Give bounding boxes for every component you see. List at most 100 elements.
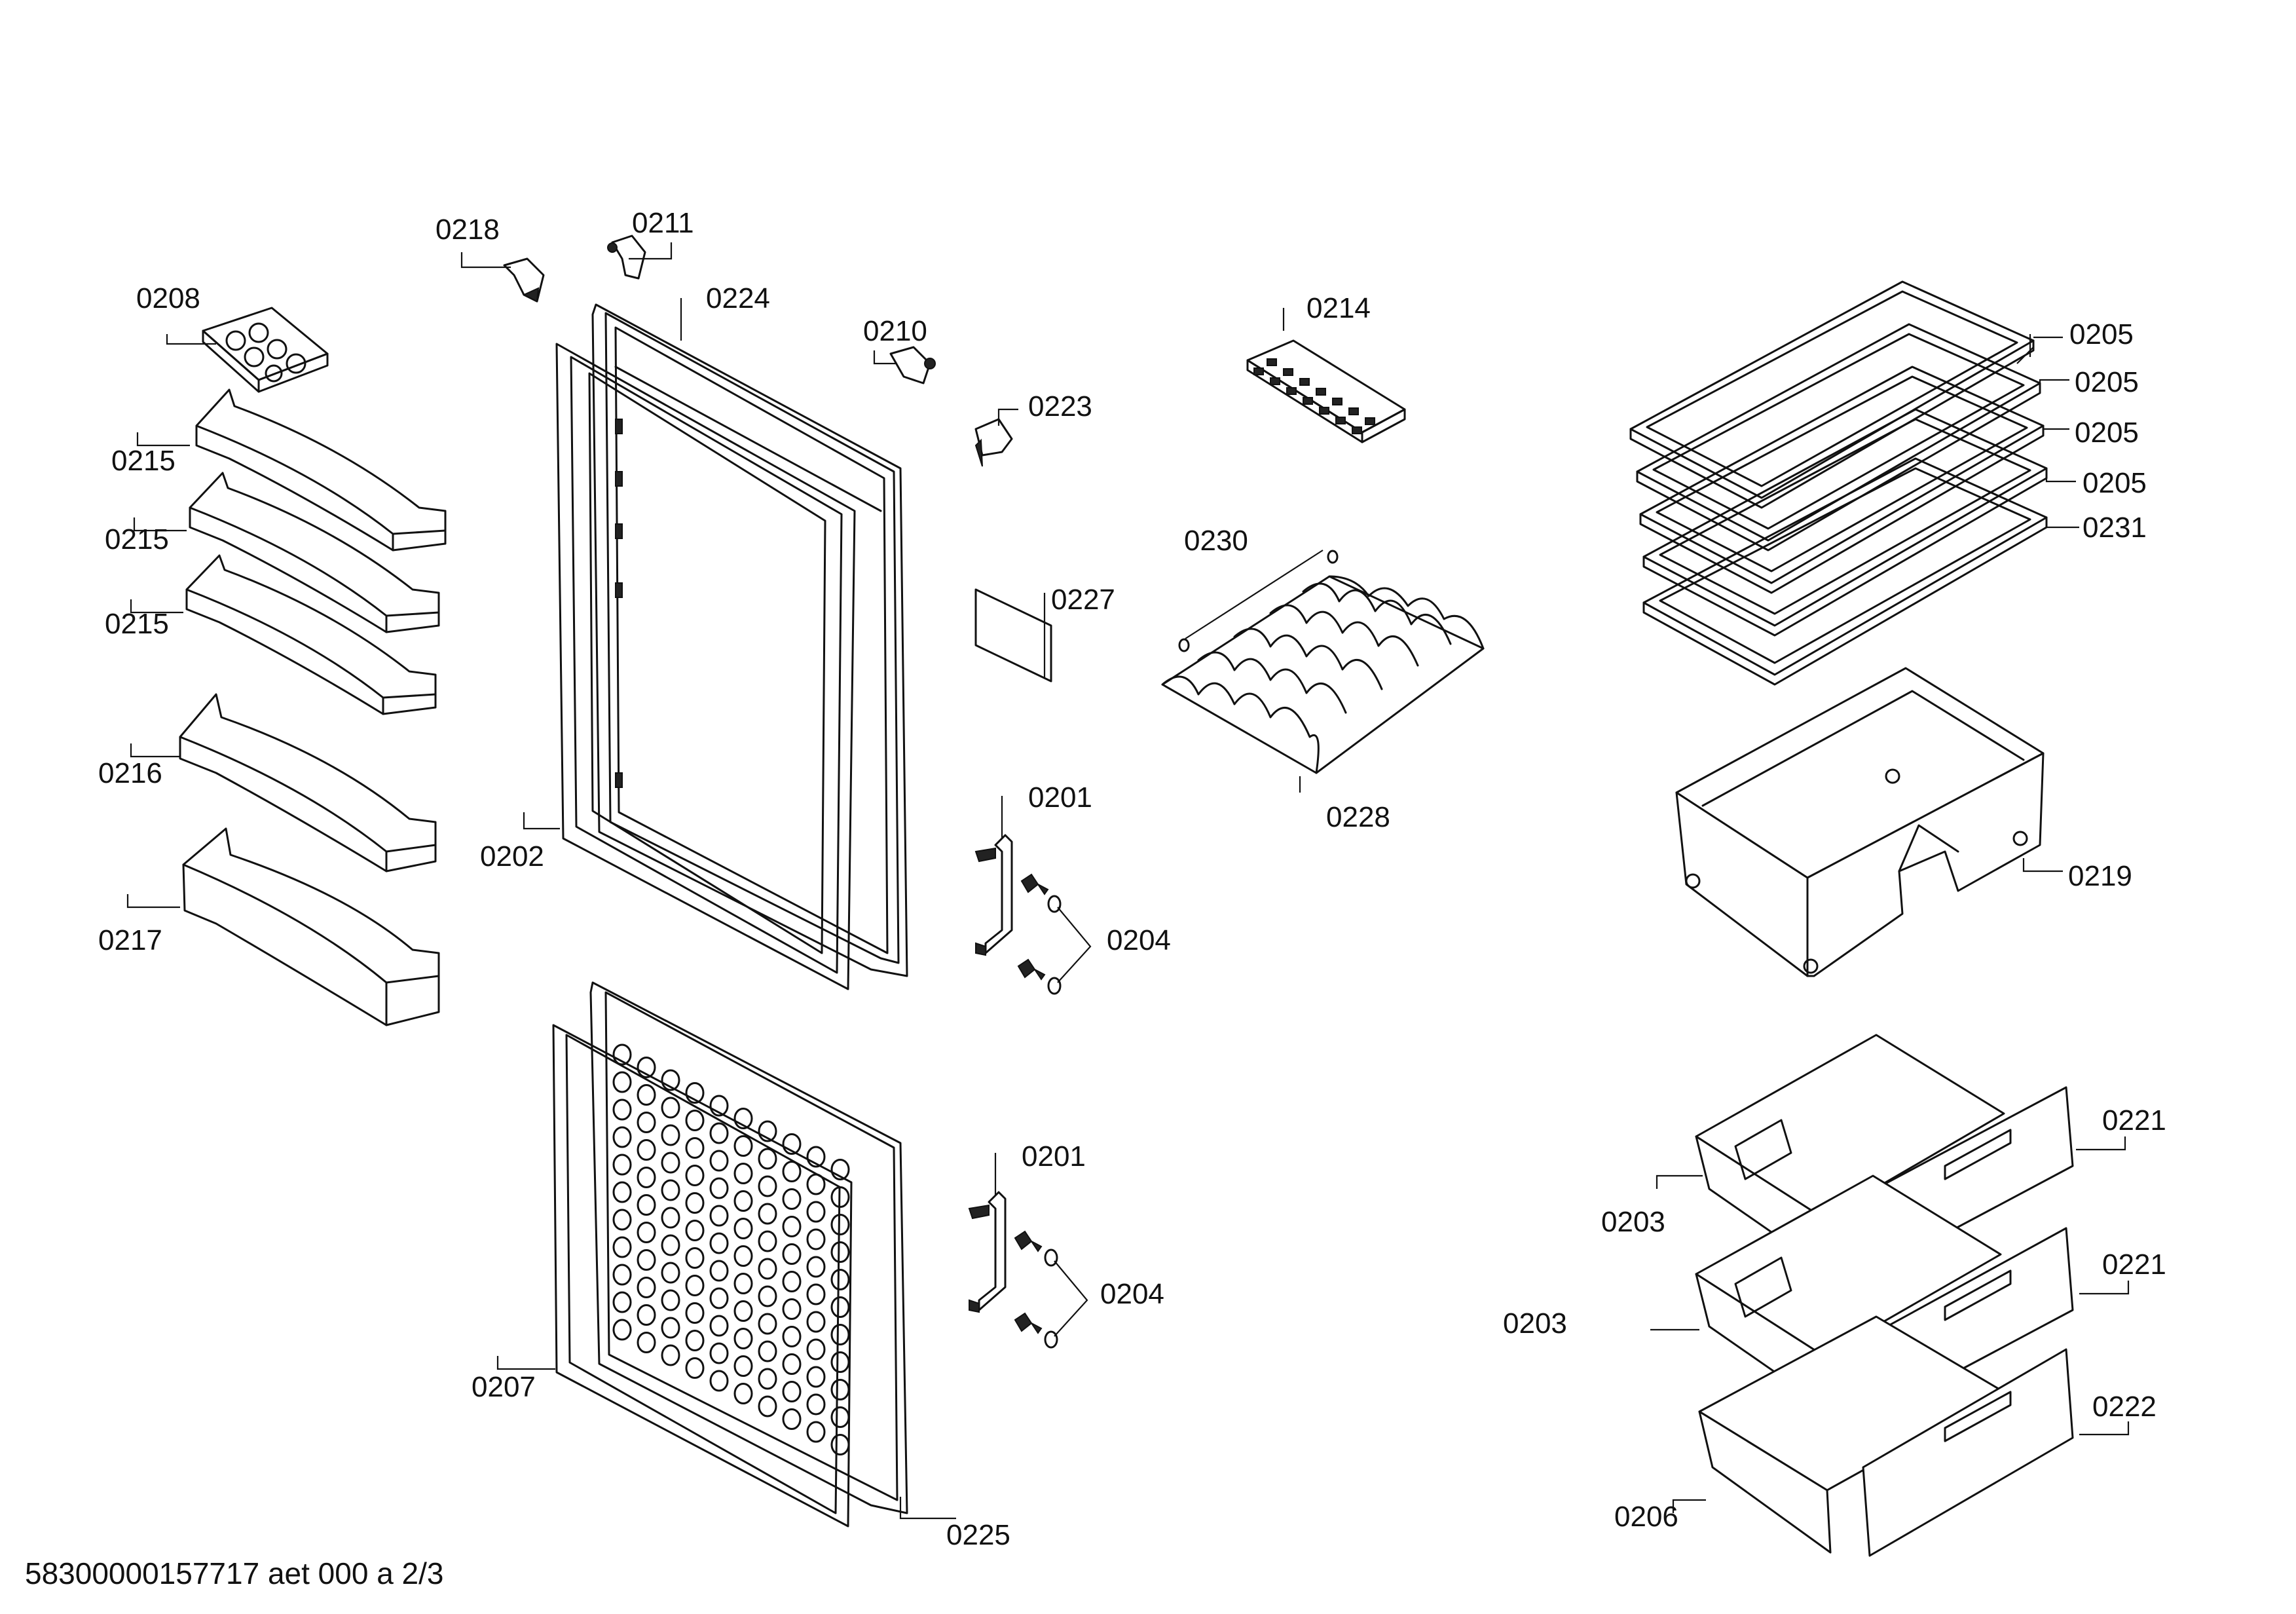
door-dimple	[709, 1232, 729, 1254]
door-dimple	[806, 1311, 826, 1333]
door-dimple	[709, 1122, 729, 1144]
door-dimple	[709, 1342, 729, 1364]
door-dimple	[733, 1135, 753, 1157]
door-dimple	[709, 1315, 729, 1337]
door-dimple	[830, 1269, 850, 1290]
door-dimple	[661, 1262, 680, 1284]
door-dimple	[758, 1258, 777, 1280]
door-dimple	[612, 1291, 632, 1313]
callout-0219: 0219	[2068, 860, 2132, 892]
door-bin-0216	[179, 693, 437, 873]
door-dimple	[612, 1071, 632, 1093]
callout-0223: 0223	[1028, 390, 1092, 422]
door-dimple	[782, 1353, 802, 1375]
callout-0224: 0224	[706, 282, 770, 314]
leader-lines	[126, 242, 2130, 1520]
door-dimple	[685, 1192, 705, 1214]
door-dimple	[637, 1194, 656, 1216]
callout-labels: 0208 0218 0211 0224 0210 0223 0214 0205 …	[98, 207, 2166, 1551]
door-dimple	[830, 1214, 850, 1235]
door-dimple	[685, 1275, 705, 1296]
door-shelf-0215-bottom	[185, 554, 437, 715]
lower-door-dimples	[612, 1043, 850, 1455]
callout-0204-2: 0204	[1100, 1278, 1164, 1310]
callout-0218: 0218	[435, 214, 500, 246]
callout-0217: 0217	[98, 924, 162, 956]
crisper-box-0219	[1675, 667, 2045, 977]
door-dimple	[637, 1057, 656, 1078]
ice-cell	[1365, 417, 1375, 425]
door-dimple	[758, 1340, 777, 1362]
door-dimple	[709, 1177, 729, 1199]
door-dimple	[758, 1230, 777, 1252]
door-dimple	[782, 1133, 802, 1155]
door-dimple	[612, 1319, 632, 1341]
door-dimple	[661, 1207, 680, 1229]
hinge-bracket-0223	[974, 418, 1013, 467]
ice-cell	[1299, 378, 1310, 386]
door-dimple	[637, 1112, 656, 1133]
door-dimple	[661, 1124, 680, 1146]
door-dimple	[782, 1298, 802, 1320]
door-dimple	[733, 1300, 753, 1322]
callout-0214: 0214	[1306, 292, 1371, 324]
door-dimple	[661, 1344, 680, 1366]
document-footer: 58300000157717 aet 000 a 2/3	[25, 1556, 444, 1590]
callout-0201-1: 0201	[1028, 781, 1092, 814]
upper-door-gasket-0202	[555, 343, 856, 990]
door-dimple	[782, 1161, 802, 1182]
door-dimple	[685, 1137, 705, 1159]
door-dimple	[733, 1108, 753, 1129]
door-dimple	[758, 1148, 777, 1170]
door-dimple	[661, 1317, 680, 1339]
door-shelf-0215-middle	[189, 472, 440, 633]
screws-0204-upper	[1017, 873, 1062, 995]
door-dimple	[685, 1110, 705, 1131]
callout-0231: 0231	[2083, 512, 2147, 544]
door-dimple	[733, 1328, 753, 1349]
door-dimple	[612, 1126, 632, 1148]
callout-0205-3: 0205	[2075, 417, 2139, 449]
door-dimple	[612, 1098, 632, 1121]
door-shelf-0215-top	[195, 388, 447, 552]
ice-cell	[1283, 368, 1293, 376]
door-dimple	[806, 1366, 826, 1388]
door-dimple	[733, 1163, 753, 1184]
callout-0204-1: 0204	[1107, 924, 1171, 956]
door-dimple	[806, 1338, 826, 1361]
callout-0216: 0216	[98, 757, 162, 789]
door-dimple	[612, 1264, 632, 1286]
ice-cell	[1352, 426, 1362, 434]
door-dimple	[637, 1249, 656, 1271]
door-dimple	[661, 1289, 680, 1311]
ice-tray-0214	[1246, 339, 1406, 443]
door-dimple	[661, 1097, 680, 1119]
door-dimple	[661, 1152, 680, 1174]
door-dimple	[758, 1368, 777, 1390]
callout-0208: 0208	[136, 282, 200, 314]
door-dimple	[733, 1218, 753, 1239]
door-dimple	[612, 1154, 632, 1176]
door-dimple	[637, 1139, 656, 1161]
door-handle-0201-upper	[974, 834, 1013, 956]
door-dimple	[685, 1165, 705, 1186]
door-dimple	[806, 1146, 826, 1168]
door-dimple	[685, 1330, 705, 1351]
ice-cell	[1270, 377, 1280, 385]
door-dimple	[733, 1355, 753, 1377]
door-dimple	[806, 1421, 826, 1443]
ice-cell	[1332, 398, 1342, 405]
callout-0228: 0228	[1326, 801, 1390, 833]
door-handle-0201-lower	[968, 1191, 1007, 1313]
door-dimple	[758, 1175, 777, 1197]
hinge-0211	[607, 235, 646, 280]
callout-0203-1: 0203	[1601, 1206, 1665, 1238]
callout-0215-1: 0215	[111, 445, 176, 477]
door-dimple	[806, 1283, 826, 1305]
door-dimple	[709, 1370, 729, 1392]
callout-0207: 0207	[472, 1371, 536, 1403]
door-dimple	[637, 1332, 656, 1353]
door-dimple	[661, 1179, 680, 1201]
door-dimple	[758, 1120, 777, 1142]
callout-0215-3: 0215	[105, 608, 169, 640]
